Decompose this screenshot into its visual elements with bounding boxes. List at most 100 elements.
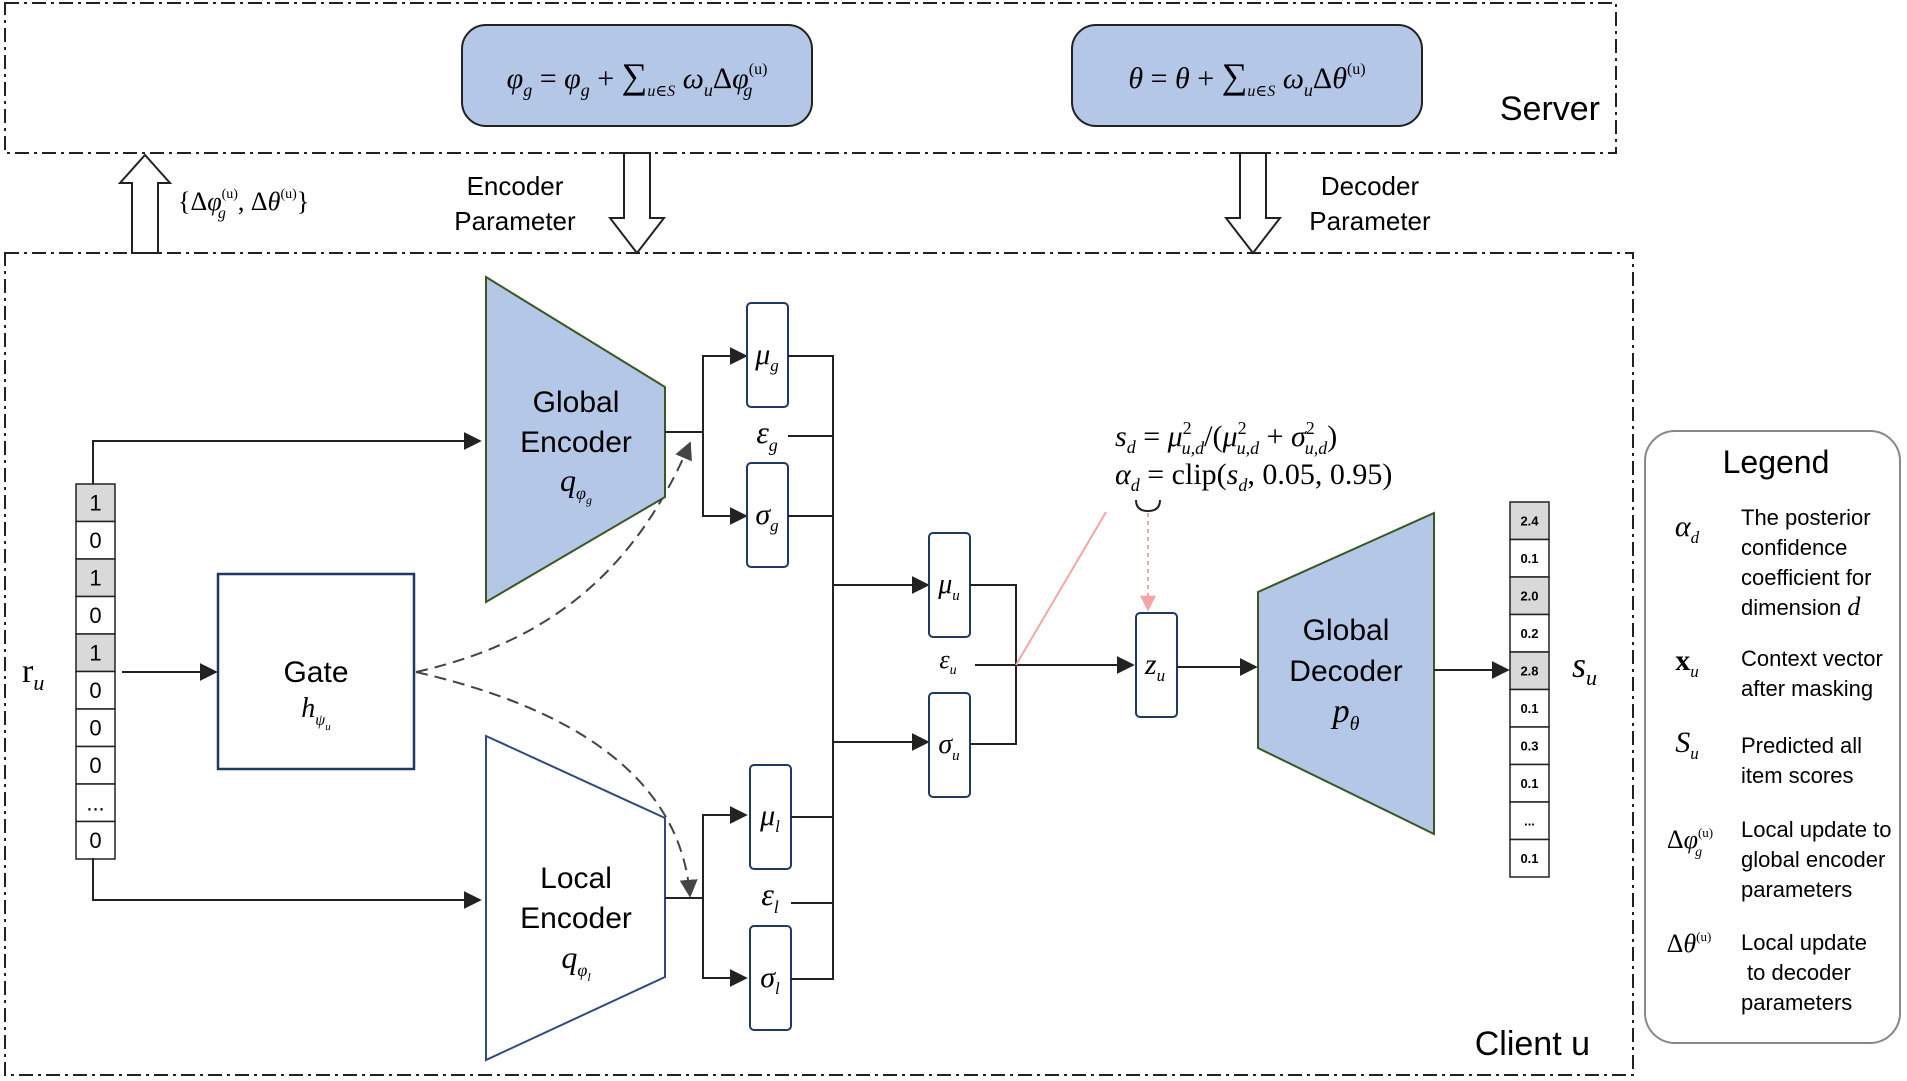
legend-alpha-desc-4: dimension d bbox=[1741, 592, 1861, 621]
legend-theta-desc-3: parameters bbox=[1741, 990, 1852, 1015]
global-decoder-line1: Global bbox=[1303, 614, 1390, 647]
legend-x-desc-2: after masking bbox=[1741, 676, 1873, 701]
sigma-g-label: σg bbox=[755, 498, 778, 535]
encoder-param-line2: Parameter bbox=[454, 206, 576, 236]
input-cell bbox=[75, 520, 116, 560]
legend-symbol-alpha-d: αd bbox=[1675, 510, 1700, 547]
encoder-aggregation-formula: φg = φg + ∑u∈S ωuΔφ(u)g bbox=[507, 56, 768, 100]
decoder-download-arrow bbox=[1223, 152, 1283, 255]
global-decoder-trapezoid bbox=[1257, 511, 1435, 836]
input-cell-value: 0 bbox=[89, 828, 101, 853]
local-encoder-symbol: qφl bbox=[561, 939, 591, 984]
legend-x-desc-1: Context vector bbox=[1741, 646, 1883, 671]
input-cell-value: 0 bbox=[89, 603, 101, 628]
input-cell bbox=[75, 558, 116, 598]
legend-alpha-desc-3: coefficient for bbox=[1741, 565, 1871, 590]
confidence-formula-line2: αd = clip(sd, 0.05, 0.95) bbox=[1115, 458, 1392, 495]
output-cell bbox=[1509, 538, 1550, 578]
input-cell-value: 1 bbox=[89, 641, 101, 666]
gate-symbol: hψu bbox=[301, 693, 331, 733]
input-cell bbox=[75, 820, 116, 860]
global-encoder-line1: Global bbox=[533, 386, 620, 419]
global-to-sigma-g-line bbox=[702, 432, 748, 525]
input-cell-value: 1 bbox=[89, 566, 101, 591]
decoder-param-line1: Decoder bbox=[1321, 171, 1420, 201]
input-cell-value: 0 bbox=[89, 528, 101, 553]
client-label: Client u bbox=[1475, 1025, 1590, 1063]
mu-l-label: μl bbox=[759, 799, 780, 836]
output-cell bbox=[1509, 576, 1550, 616]
input-cell-value: 0 bbox=[89, 753, 101, 778]
input-cell bbox=[75, 633, 116, 673]
output-cell bbox=[1509, 501, 1550, 541]
global-decoder-line2: Decoder bbox=[1289, 655, 1402, 688]
eps-u-label: εu bbox=[939, 645, 956, 678]
output-cell-value: 2.0 bbox=[1520, 588, 1538, 603]
output-cell-value: ... bbox=[1524, 813, 1535, 828]
decoder-aggregation-box bbox=[1071, 24, 1423, 127]
merge-bus bbox=[788, 355, 834, 980]
input-cell-value: 1 bbox=[89, 491, 101, 516]
legend-symbol-delta-phi: Δφ(u)g bbox=[1667, 825, 1713, 860]
global-encoder-symbol: qφg bbox=[560, 462, 592, 507]
legend-alpha-desc-1: The posterior bbox=[1741, 505, 1871, 530]
output-cell-value: 0.3 bbox=[1520, 738, 1538, 753]
legend-s-desc-1: Predicted all bbox=[1741, 733, 1862, 758]
output-cell-value: 0.2 bbox=[1520, 626, 1538, 641]
z-u-label: zu bbox=[1144, 648, 1165, 685]
legend-symbol-delta-theta: Δθ(u) bbox=[1667, 929, 1712, 958]
input-vector: 1 0 1 0 1 0 0 0... 0 bbox=[75, 483, 116, 860]
output-cell-value: 2.4 bbox=[1520, 513, 1539, 528]
eps-l-label: εl bbox=[761, 876, 779, 917]
decoder-aggregation-formula: θ = θ + ∑u∈S ωuΔθ(u) bbox=[1128, 56, 1365, 100]
gate-title: Gate bbox=[283, 656, 348, 689]
legend-phi-desc-1: Local update to bbox=[1741, 817, 1891, 842]
mu-g-label: μg bbox=[754, 338, 779, 375]
input-cell-value: ... bbox=[86, 791, 104, 816]
legend-phi-desc-3: parameters bbox=[1741, 877, 1852, 902]
sigma-l-label: σl bbox=[760, 961, 780, 998]
output-cell bbox=[1509, 763, 1550, 803]
legend-symbol-x-u: xu bbox=[1675, 644, 1699, 681]
output-cell-value: 0.1 bbox=[1520, 701, 1538, 716]
legend-title: Legend bbox=[1723, 444, 1830, 480]
eps-g-label: εg bbox=[756, 414, 778, 455]
input-to-local-encoder-line bbox=[92, 858, 482, 909]
output-cell-value: 0.1 bbox=[1520, 851, 1538, 866]
encoder-param-line1: Encoder bbox=[467, 171, 564, 201]
encoder-download-arrow bbox=[607, 152, 667, 255]
output-cell bbox=[1509, 838, 1550, 878]
global-encoder-trapezoid bbox=[485, 275, 666, 604]
input-cell bbox=[75, 483, 116, 523]
confidence-brace bbox=[1135, 499, 1161, 513]
legend-symbol-s-u: Su bbox=[1675, 726, 1699, 763]
upload-label: {Δφ(u)g, Δθ(u)} bbox=[178, 187, 309, 222]
output-cell-value: 0.1 bbox=[1520, 776, 1538, 791]
output-cell bbox=[1509, 613, 1550, 653]
local-to-mu-l-line bbox=[665, 806, 748, 899]
output-label: su bbox=[1572, 645, 1597, 690]
input-to-global-encoder-line bbox=[92, 432, 482, 484]
local-encoder-line1: Local bbox=[540, 862, 612, 895]
server-label: Server bbox=[1500, 90, 1600, 128]
output-cell-value: 0.1 bbox=[1520, 551, 1538, 566]
legend-phi-desc-2: global encoder bbox=[1741, 847, 1885, 872]
input-label: ru bbox=[22, 653, 44, 695]
sigma-u-label: σu bbox=[938, 729, 959, 764]
server-box bbox=[4, 2, 1617, 154]
legend-alpha-desc-2: confidence bbox=[1741, 535, 1847, 560]
global-decoder-symbol: pθ bbox=[1331, 693, 1360, 735]
z-u-box bbox=[1135, 612, 1178, 718]
upload-arrow bbox=[117, 153, 173, 254]
local-encoder-line2: Encoder bbox=[520, 902, 632, 935]
client-box bbox=[4, 252, 1634, 1076]
local-to-sigma-l-line bbox=[702, 898, 748, 987]
legend-theta-desc-1: Local update bbox=[1741, 930, 1867, 955]
global-encoder-line2: Encoder bbox=[520, 426, 632, 459]
input-cell-value: 0 bbox=[89, 678, 101, 703]
global-to-mu-g-line bbox=[665, 347, 748, 433]
output-cell-value: 2.8 bbox=[1520, 663, 1538, 678]
input-cell-value: 0 bbox=[89, 716, 101, 741]
